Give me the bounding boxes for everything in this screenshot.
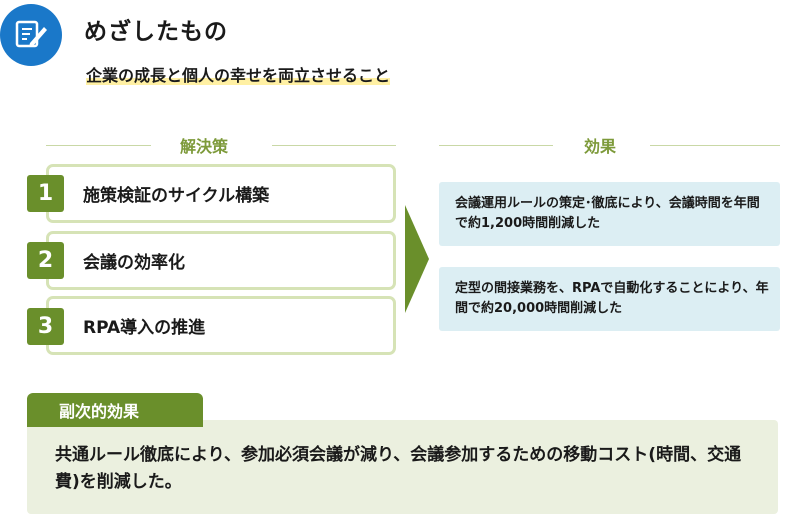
solution-item-label: 施策検証のサイクル構築 [83,186,270,206]
solution-number-badge: 1 [27,175,64,212]
effects-rule-left [439,145,553,146]
solution-number-badge: 3 [27,308,64,345]
solution-item-label: RPA導入の推進 [83,318,206,338]
page-subtitle: 企業の成長と個人の幸せを両立させること [86,66,391,85]
page-title: めざしたもの [84,19,228,45]
effect-item-1: 会議運用ルールの策定･徹底により、会議時間を年間で約1,200時間削減した [439,182,780,246]
solution-item-1: 施策検証のサイクル構築 [46,164,396,223]
effects-rule-right [650,145,780,146]
memo-pencil-icon [0,4,62,66]
effect-item-2: 定型の間接業務を、RPAで自動化することにより、年間で約20,000時間削減した [439,267,780,331]
solution-item-2: 会議の効率化 [46,231,396,290]
arrow-right-icon [405,205,429,313]
solution-item-3: RPA導入の推進 [46,296,396,355]
secondary-effect-text: 共通ルール徹底により、参加必須会議が減り、会議参加するための移動コスト(時間、交… [55,445,742,492]
solution-number-badge: 2 [27,242,64,279]
solutions-heading: 解決策 [180,137,229,156]
effects-heading: 効果 [584,137,617,156]
effect-item-text: 定型の間接業務を、RPAで自動化することにより、年間で約20,000時間削減した [455,281,769,316]
secondary-effect-box: 共通ルール徹底により、参加必須会議が減り、会議参加するための移動コスト(時間、交… [27,420,778,514]
solutions-rule-right [272,145,396,146]
solutions-rule-left [46,145,151,146]
solution-item-label: 会議の効率化 [83,253,185,273]
secondary-effect-heading: 副次的効果 [27,393,203,427]
effect-item-text: 会議運用ルールの策定･徹底により、会議時間を年間で約1,200時間削減した [455,196,760,231]
